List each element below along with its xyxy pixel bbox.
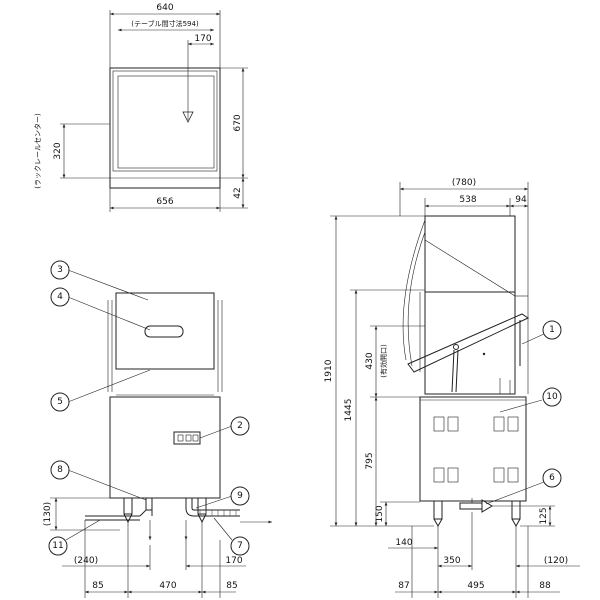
dim-120: (120) <box>544 556 568 566</box>
svg-text:5: 5 <box>57 397 63 407</box>
front-cabinet <box>109 396 221 499</box>
dim-795: 795 <box>365 452 375 469</box>
dim-85-left: 85 <box>92 581 103 591</box>
dim-320: 320 <box>53 142 63 159</box>
door-handle <box>144 325 184 338</box>
dim-table-size: (テーブル間寸法594) <box>131 19 199 28</box>
callout-2 <box>230 416 250 436</box>
svg-text:1: 1 <box>549 325 555 335</box>
vents <box>433 416 519 483</box>
side-cabinet <box>419 396 527 502</box>
front-hood <box>115 292 215 370</box>
side-hood-raised <box>424 215 516 293</box>
top-view: 640 (テーブル間寸法594) 170 670 42 320 (ラックレールセ… <box>33 3 248 212</box>
dim-240: (240) <box>74 556 98 566</box>
dim-538: 538 <box>459 195 476 205</box>
dim-670: 670 <box>233 114 243 131</box>
dim-170-top: 170 <box>194 34 211 44</box>
dim-1910: 1910 <box>324 359 334 382</box>
top-view-frame <box>112 70 218 172</box>
callout-4 <box>50 287 70 307</box>
callout-9 <box>230 486 250 506</box>
dim-140: 140 <box>395 538 412 548</box>
callout-3 <box>50 260 70 280</box>
svg-text:4: 4 <box>57 292 63 302</box>
dim-350: 350 <box>443 556 460 566</box>
callout-5 <box>50 392 70 412</box>
dim-656: 656 <box>156 197 173 207</box>
dim-125: 125 <box>539 507 549 524</box>
side-view: (780) 538 94 1910 1445 430 (有効開口) 795 15… <box>324 178 580 598</box>
lever-arm <box>407 313 530 373</box>
dim-430-note: (有効開口) <box>379 344 388 378</box>
dim-1445: 1445 <box>344 399 354 422</box>
dim-94: 94 <box>515 195 527 205</box>
dim-85-right: 85 <box>226 581 237 591</box>
svg-text:2: 2 <box>237 421 243 431</box>
callout-10 <box>542 387 562 407</box>
front-view: (130) (240) 170 85 470 85 <box>43 292 272 598</box>
svg-text:9: 9 <box>237 491 243 501</box>
dim-495: 495 <box>467 581 484 591</box>
svg-text:3: 3 <box>57 265 63 275</box>
dim-88: 88 <box>539 581 551 591</box>
svg-text:6: 6 <box>549 473 555 483</box>
svg-text:10: 10 <box>546 392 558 402</box>
rack-rail-center-label: (ラックレールセンター) <box>33 113 42 189</box>
dim-430: 430 <box>365 352 375 369</box>
callout-1 <box>542 320 562 340</box>
svg-text:7: 7 <box>237 541 243 551</box>
dim-780: (780) <box>452 178 476 188</box>
dim-87: 87 <box>398 581 409 591</box>
callout-7 <box>230 536 250 556</box>
svg-text:8: 8 <box>57 465 63 475</box>
side-hood <box>424 291 516 395</box>
callout-8 <box>50 460 70 480</box>
svg-text:11: 11 <box>52 541 63 551</box>
top-view-inner <box>117 75 215 169</box>
callout-6 <box>542 468 562 488</box>
top-view-body <box>109 67 221 189</box>
dim-130: (130) <box>43 502 53 526</box>
dim-150: 150 <box>375 505 385 522</box>
callouts: 3 4 5 2 8 9 11 7 1 10 6 <box>48 260 562 556</box>
dim-640: 640 <box>156 3 173 13</box>
callout-11 <box>48 536 68 556</box>
dim-42: 42 <box>233 187 243 198</box>
dim-470: 470 <box>159 581 176 591</box>
dim-170-front: 170 <box>225 556 242 566</box>
